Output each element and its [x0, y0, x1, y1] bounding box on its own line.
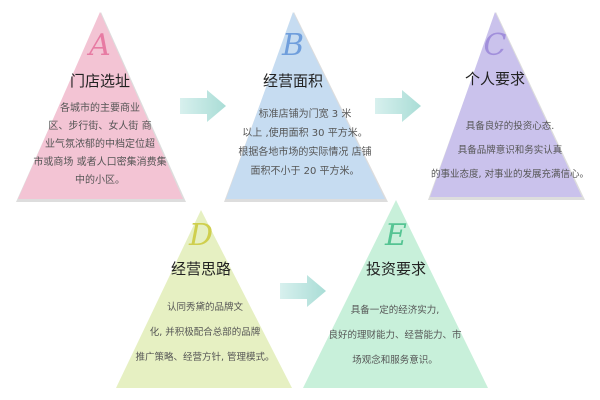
triangle-d-fill: [116, 210, 292, 388]
line: 面积不小于 20 平方米。: [250, 166, 360, 177]
line: 区、步行街、女人街 商: [48, 121, 152, 132]
line: 根据各地市场的实际情况 店铺: [238, 147, 372, 158]
step-c-title: 个人要求: [464, 70, 525, 88]
triangle-c-fill: [430, 12, 582, 197]
triangle-a-fill: [18, 12, 183, 199]
line: 认同秀黛的品牌文: [166, 302, 243, 313]
letter-b: B: [281, 28, 305, 63]
step-a-text: 各城市的主要商业 区、步行街、女人街 商 业气氛浓郁的中档定位超 市或商场 或者…: [20, 100, 180, 190]
step-e-text: 具备一定的经济实力, 良好的理财能力、经营能力、市 场观念和服务意识。: [315, 298, 475, 373]
triangle-b-fill: [226, 12, 385, 199]
line: 以上 ,使用面积 30 平方米。: [242, 128, 368, 139]
step-c-text: 具备良好的投资心态. 具备品牌意识和务实认真 的事业态度, 对事业的发展充满信心…: [425, 115, 595, 187]
line: 标准店铺为门宽 3 米: [258, 109, 352, 120]
letter-c: C: [483, 28, 507, 63]
line: 推广策略、经营方针, 管理模式。: [135, 352, 275, 363]
triangle-e-fill: [303, 200, 488, 388]
step-b-text: 标准店铺为门宽 3 米 以上 ,使用面积 30 平方米。 根据各地市场的实际情况…: [225, 105, 385, 181]
line: 具备良好的投资心态.: [465, 121, 555, 132]
line: 中的小区。: [75, 175, 125, 186]
line: 各城市的主要商业: [60, 103, 140, 114]
arrow-a-to-b: [180, 90, 226, 122]
line: 业气氛浓郁的中档定位超: [45, 139, 155, 150]
letter-d: D: [188, 218, 214, 253]
line: 具备一定的经济实力,: [350, 305, 440, 316]
step-e-title: 投资要求: [365, 260, 426, 278]
arrow-b-to-c: [375, 90, 421, 122]
line: 良好的理财能力、经营能力、市: [328, 330, 462, 341]
arrow-d-to-e: [280, 275, 326, 307]
step-a-title: 门店选址: [69, 72, 130, 90]
step-d-text: 认同秀黛的品牌文 化, 并积极配合总部的品牌 推广策略、经营方针, 管理模式。: [125, 295, 285, 370]
step-b-title: 经营面积: [262, 72, 323, 90]
line: 化, 并积极配合总部的品牌: [149, 327, 261, 338]
line: 场观念和服务意识。: [352, 355, 438, 366]
line: 的事业态度, 对事业的发展充满信心。: [430, 169, 590, 180]
line: 具备品牌意识和务实认真: [457, 145, 563, 156]
line: 市或商场 或者人口密集消费集: [33, 157, 167, 168]
letter-e: E: [385, 218, 407, 253]
step-d-title: 经营思路: [170, 260, 231, 278]
letter-a: A: [89, 28, 111, 63]
